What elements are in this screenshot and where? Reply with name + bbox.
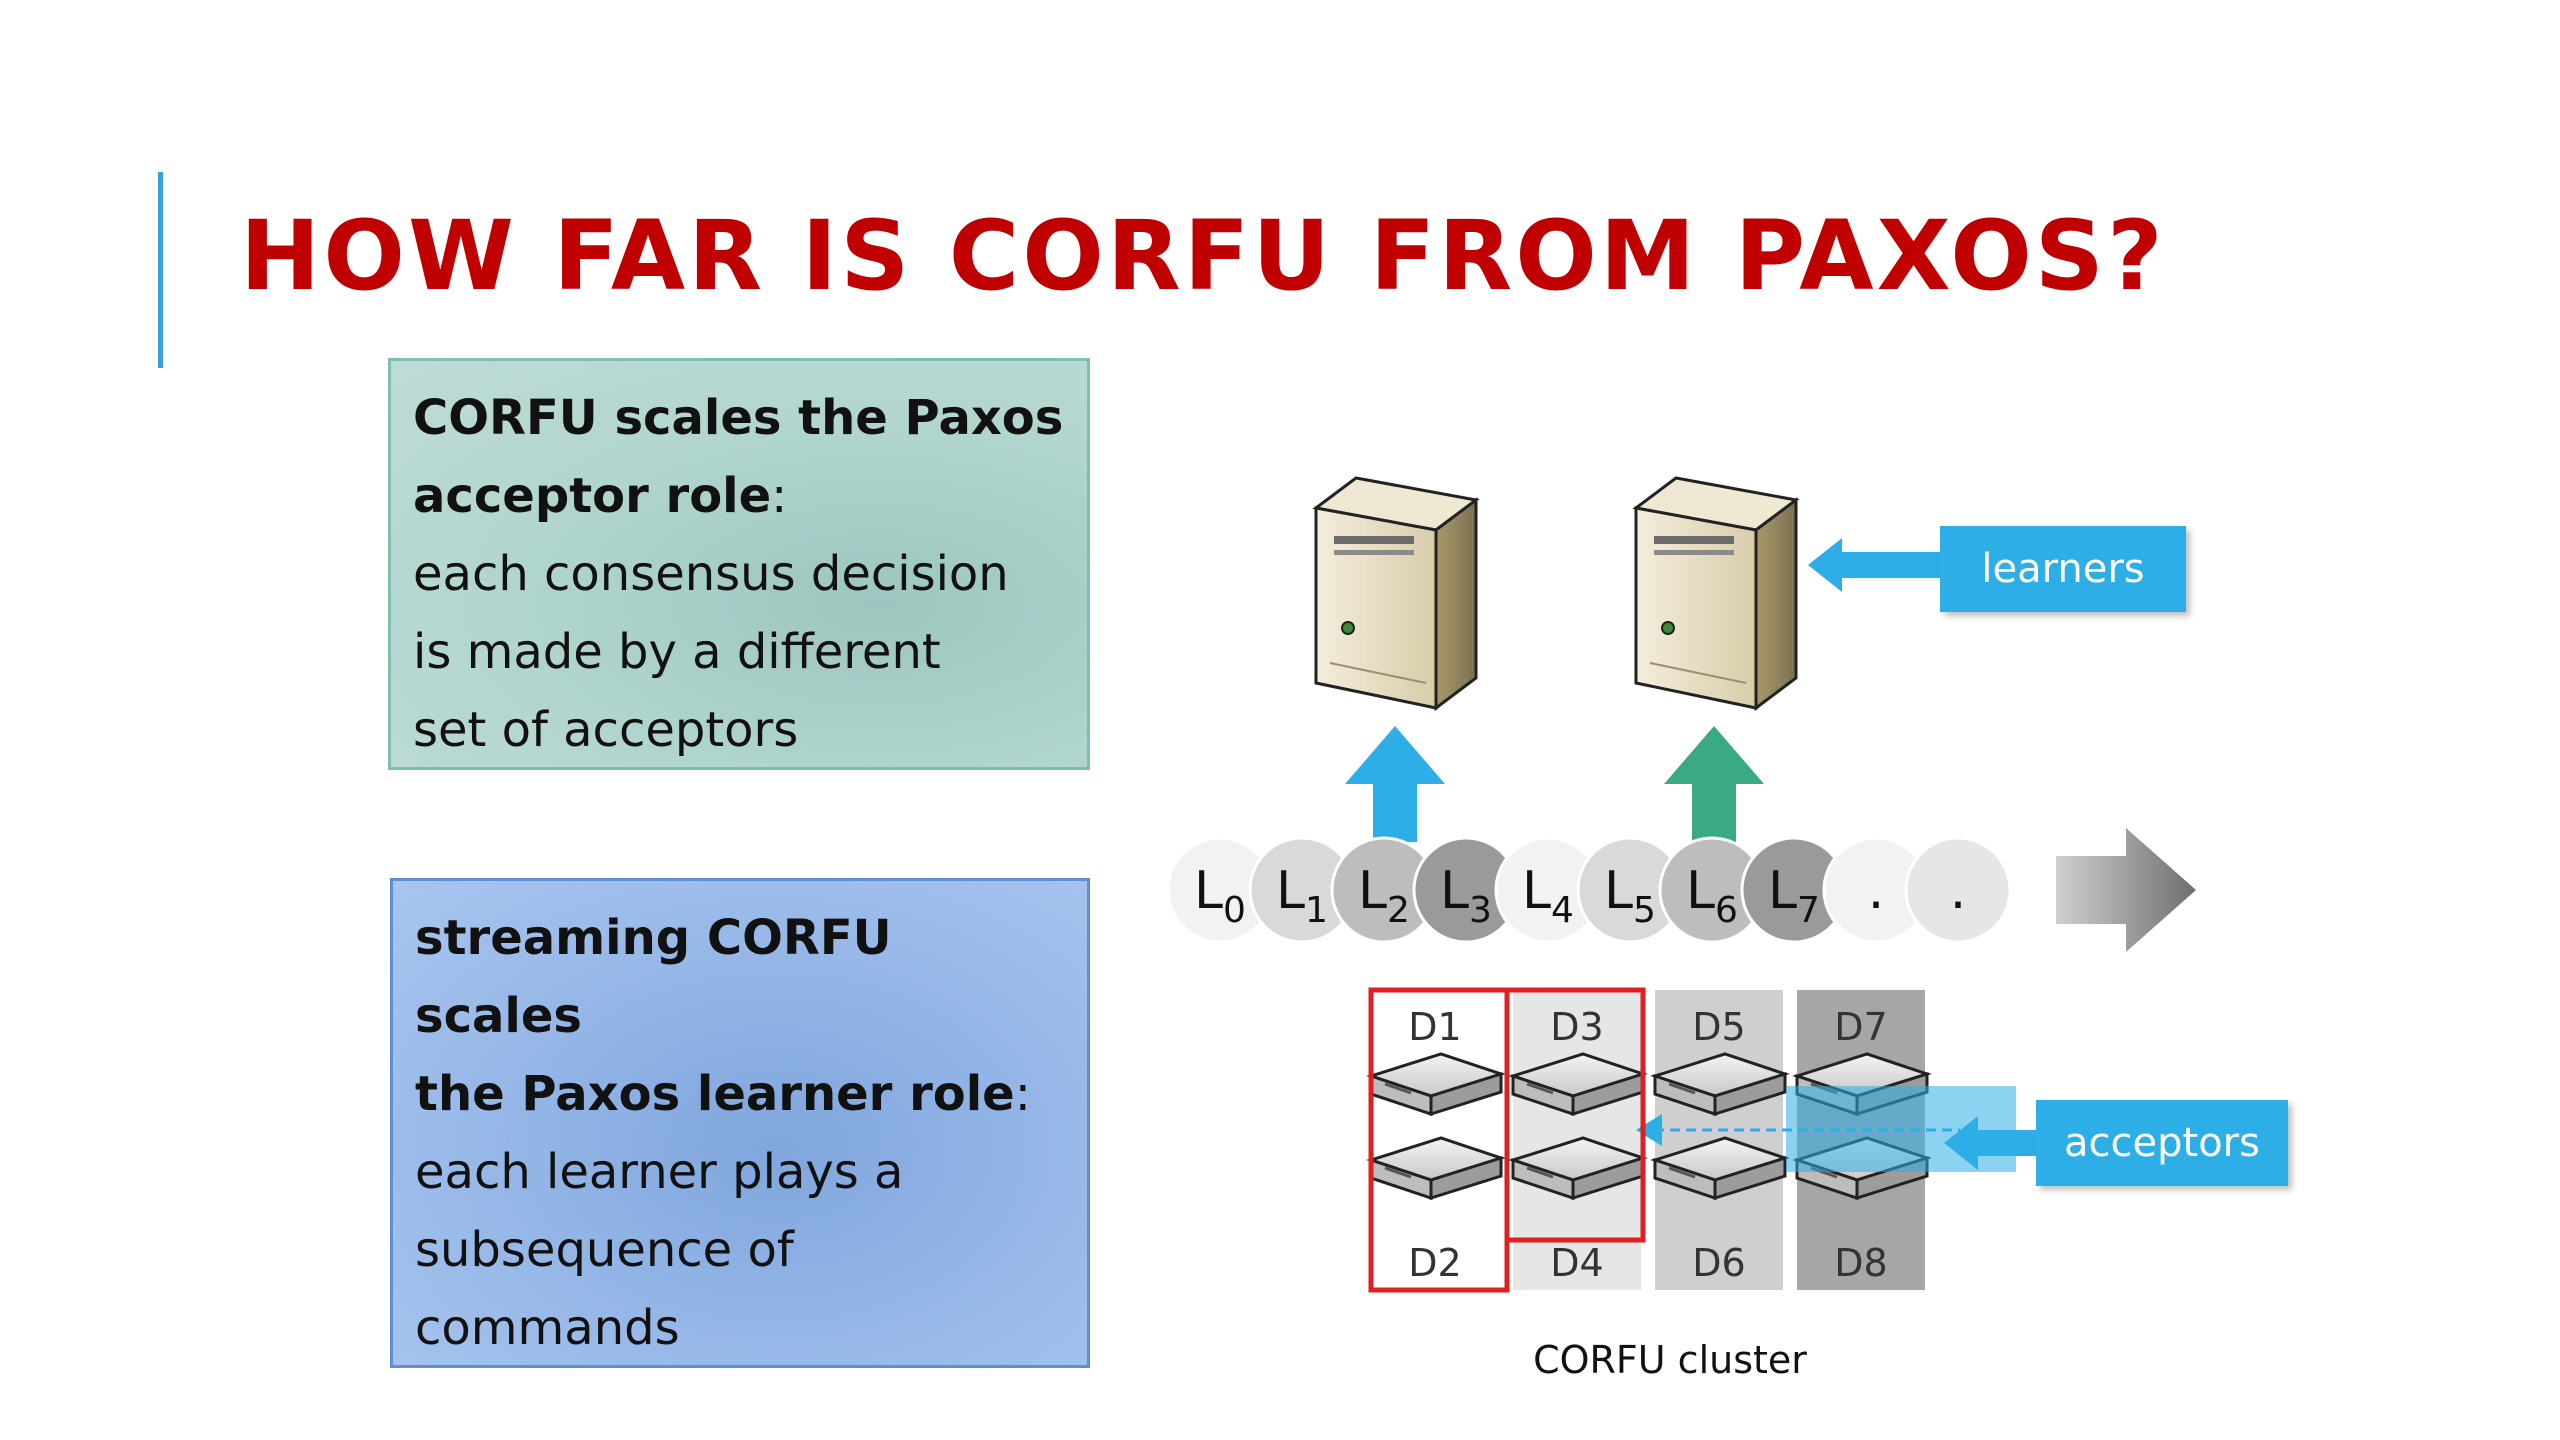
green-up-arrow-icon xyxy=(1664,726,1764,842)
blue-up-arrow-icon xyxy=(1345,726,1445,842)
learners-label: learners xyxy=(1940,526,2186,612)
log-entry-label: L5 xyxy=(1604,861,1656,931)
learner-role-box: streaming CORFU scales the Paxos learner… xyxy=(390,878,1090,1368)
learner-server-1-icon xyxy=(1314,476,1478,710)
disk-label-bottom: D6 xyxy=(1692,1241,1745,1285)
log-entry-label: L4 xyxy=(1522,861,1574,931)
log-entry-1: L1 xyxy=(1248,836,1356,944)
log-entry-label: L1 xyxy=(1276,861,1328,931)
slide-title: HOW FAR IS CORFU FROM PAXOS? xyxy=(240,200,2166,312)
log-entry-2: L2 xyxy=(1330,836,1438,944)
acceptor-heading-line1: CORFU scales the Paxos xyxy=(413,390,1064,446)
log-entry-label: L6 xyxy=(1686,861,1738,931)
log-entry-label: . xyxy=(1868,861,1885,921)
acceptors-connector-head-icon xyxy=(1636,1114,1662,1146)
log-entry-6: L6 xyxy=(1658,836,1766,944)
acceptor-role-box: CORFU scales the Paxos acceptor role: ea… xyxy=(388,358,1090,770)
corfu-cluster-caption: CORFU cluster xyxy=(1533,1338,1807,1382)
log-entry-4: L4 xyxy=(1494,836,1602,944)
learner-heading-colon: : xyxy=(1014,1066,1031,1122)
log-entry-label: . xyxy=(1950,861,1967,921)
disk-label-top: D5 xyxy=(1692,1005,1745,1049)
log-entry-label: L0 xyxy=(1194,861,1246,931)
log-entry-label: L7 xyxy=(1768,861,1820,931)
learner-server-2-icon xyxy=(1634,476,1798,710)
log-flow-arrow-icon xyxy=(2056,828,2196,952)
log-entry-label: L3 xyxy=(1440,861,1492,931)
acceptor-heading-line2: acceptor role xyxy=(413,468,772,524)
disk-label-bottom: D2 xyxy=(1408,1241,1461,1285)
learners-pointer-arrow-icon xyxy=(1808,538,1942,592)
acceptor-heading-colon: : xyxy=(771,468,788,524)
learner-heading-line1: streaming CORFU scales xyxy=(415,910,892,1044)
acceptors-pointer-arrow-icon xyxy=(1944,1116,2040,1170)
log-entry-7: L7 xyxy=(1740,836,1848,944)
acceptor-body-line3: set of acceptors xyxy=(413,702,799,758)
acceptors-label: acceptors xyxy=(2036,1100,2288,1186)
learner-body-line2: subsequence of xyxy=(415,1222,794,1278)
log-entry-9: . xyxy=(1904,836,2012,944)
log-entry-label: L2 xyxy=(1358,861,1410,931)
disk-label-top: D7 xyxy=(1834,1005,1887,1049)
title-accent-bar xyxy=(158,172,163,368)
acceptor-body-line1: each consensus decision xyxy=(413,546,1009,602)
highlight-group-d3-d4 xyxy=(1504,987,1646,1243)
disk-label-bottom: D4 xyxy=(1550,1241,1603,1285)
learner-heading-line2: the Paxos learner role xyxy=(415,1066,1015,1122)
log-entries-row: L0 L1 L2 L3 L4 L5 L6 L7.. xyxy=(1166,836,2012,944)
learner-body-line1: each learner plays a xyxy=(415,1144,904,1200)
log-entry-3: L3 xyxy=(1412,836,1520,944)
disk-label-top: D3 xyxy=(1550,1005,1603,1049)
acceptor-body-line2: is made by a different xyxy=(413,624,941,680)
disk-label-top: D1 xyxy=(1408,1005,1461,1049)
learner-body-line3: commands xyxy=(415,1300,680,1356)
disk-label-bottom: D8 xyxy=(1834,1241,1887,1285)
